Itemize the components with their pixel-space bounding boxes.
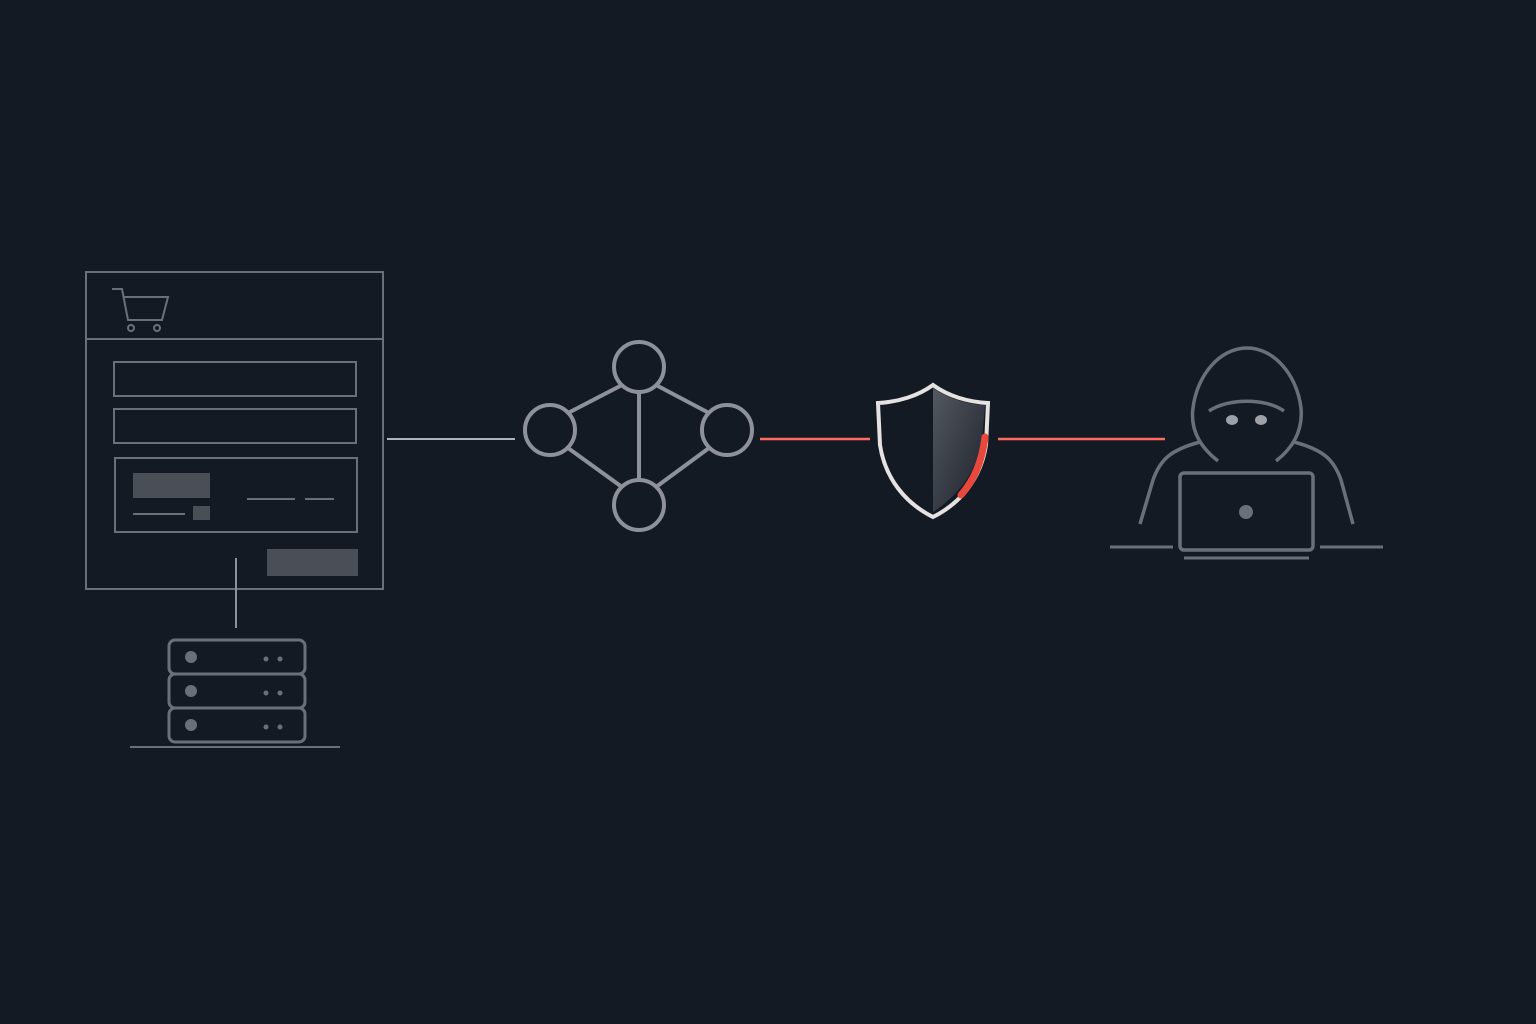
input-field-1 [113,361,357,397]
shield-breach-mark [957,433,989,499]
hooded-hacker-icon [1110,346,1383,560]
input-field-2 [113,408,357,444]
network-graph-icon [523,340,754,532]
submit-button-block [267,549,358,576]
shield-icon [875,382,991,520]
hacker-eye-left [1226,415,1238,425]
server-stack-icon [130,638,340,748]
card-image-block [133,473,210,498]
shopping-cart-icon [112,288,170,332]
card-small-block [193,506,210,520]
web-store-window [85,271,384,590]
hacker-eye-right [1255,415,1267,425]
product-card [114,457,358,533]
laptop-logo [1239,505,1253,519]
